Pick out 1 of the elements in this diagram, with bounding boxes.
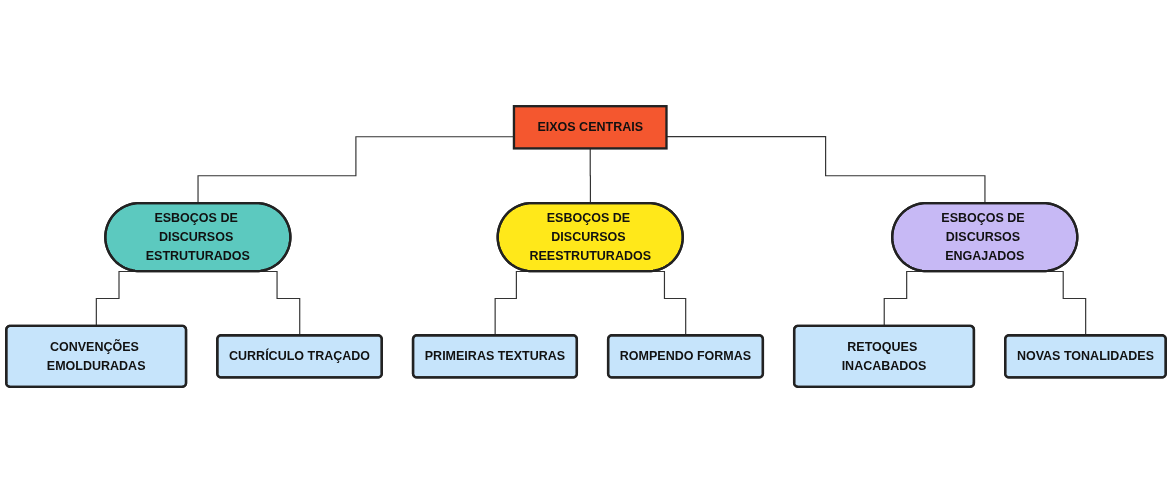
node-box: EIXOS CENTRAIS — [512, 105, 668, 150]
